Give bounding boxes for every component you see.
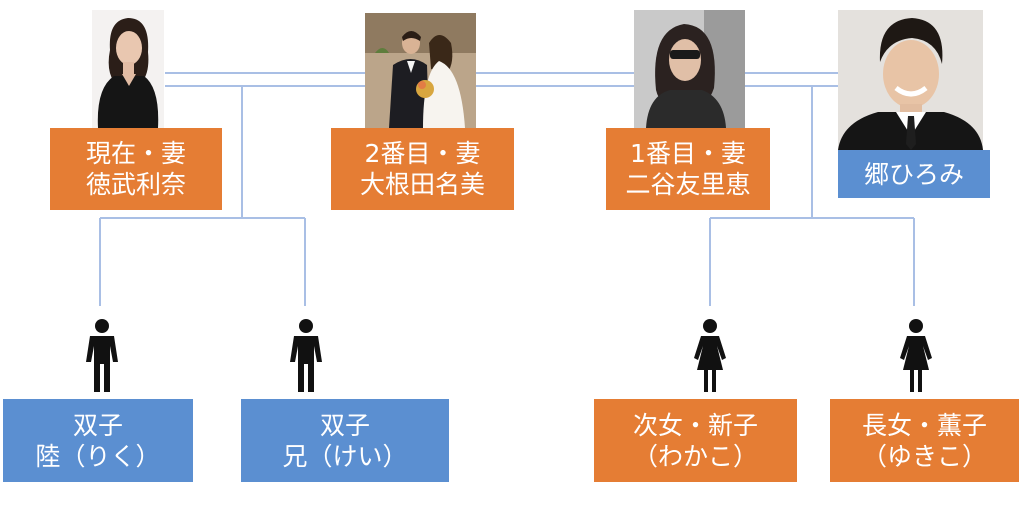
- child-yukiko-line2: （ゆきこ）: [861, 441, 987, 471]
- child-box-wakako: 次女・新子 （わかこ）: [594, 399, 797, 482]
- woman-portrait-image: [92, 10, 164, 128]
- female-figure-icon: [896, 318, 936, 392]
- child-box-yukiko: 長女・薫子 （ゆきこ）: [830, 399, 1019, 482]
- child-riku-line2: 陸（りく）: [35, 441, 161, 471]
- child-box-kei: 双子 兄（けい）: [241, 399, 449, 482]
- current-wife-role: 現在・妻: [85, 139, 186, 168]
- wedding-couple-image: [365, 13, 476, 128]
- child-yukiko-line1: 長女・薫子: [861, 410, 987, 440]
- man-portrait-image: [838, 10, 983, 150]
- first-wife-name: 二谷友里恵: [625, 170, 751, 199]
- husband-label-box: 郷ひろみ: [838, 150, 990, 198]
- second-wife-label-box: 2番目・妻 大根田名美: [331, 128, 514, 210]
- husband-name: 郷ひろみ: [863, 159, 964, 189]
- child-riku-line1: 双子: [72, 410, 123, 440]
- first-wife-role: 1番目・妻: [630, 139, 746, 168]
- current-wife-label-box: 現在・妻 徳武利奈: [50, 128, 222, 210]
- female-figure-icon: [690, 318, 730, 392]
- child-kei-line1: 双子: [319, 410, 370, 440]
- first-wife-label-box: 1番目・妻 二谷友里恵: [606, 128, 770, 210]
- woman-sunglasses-image: [634, 10, 745, 128]
- child-wakako-line2: （わかこ）: [632, 441, 758, 471]
- current-wife-photo: [92, 10, 164, 128]
- male-figure-icon: [286, 318, 326, 392]
- current-wife-name: 徳武利奈: [85, 170, 186, 199]
- second-wife-wedding-photo: [365, 13, 476, 128]
- child-wakako-line1: 次女・新子: [632, 410, 758, 440]
- husband-photo: [838, 10, 983, 150]
- male-figure-icon: [82, 318, 122, 392]
- child-kei-line2: 兄（けい）: [282, 441, 408, 471]
- second-wife-role: 2番目・妻: [364, 139, 481, 168]
- second-wife-name: 大根田名美: [359, 170, 485, 199]
- first-wife-photo: [634, 10, 745, 128]
- child-box-riku: 双子 陸（りく）: [3, 399, 193, 482]
